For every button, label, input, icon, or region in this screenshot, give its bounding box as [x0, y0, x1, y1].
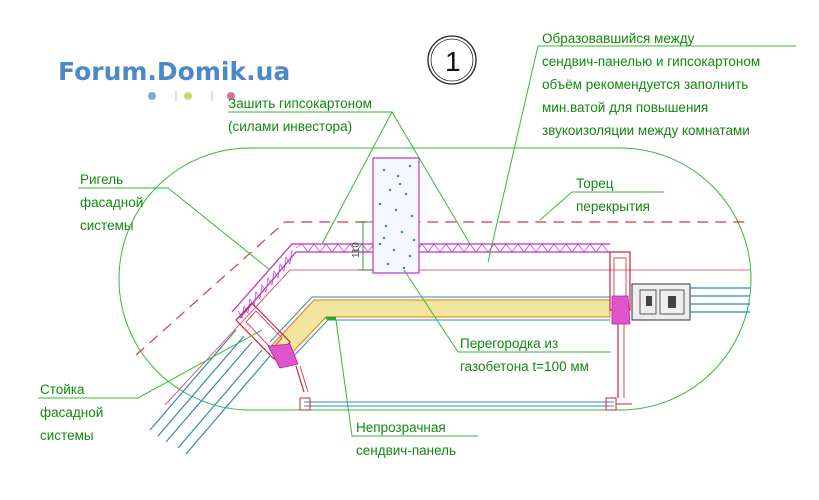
sandwich-panel-outer-skin [269, 296, 610, 343]
gypsum-board-hatch [295, 243, 609, 253]
label-partition-line2: газобетона t=100 мм [460, 359, 589, 374]
brand-dot-blue [148, 92, 156, 100]
glazing-right [690, 287, 750, 313]
bottom-lining-strip [299, 397, 632, 411]
slab-edge-line [135, 221, 750, 356]
leader-void [487, 45, 796, 263]
label-void-line1: Образовавшийся между [542, 31, 695, 46]
leader-sandwich [335, 319, 478, 437]
brand-logo: Forum.Domik.ua [58, 57, 290, 101]
detail-circle-inner [430, 38, 474, 82]
label-void-line2: сендвич-панелью и гипсокартоном [542, 54, 760, 69]
window-frame-profile [631, 283, 691, 321]
dimension-110: 110 [351, 221, 373, 271]
gypsum-board [231, 243, 610, 320]
leader-slab-edge [539, 191, 664, 221]
sandwich-panel-insulation [271, 299, 611, 358]
label-void-line4: мин.ватой для повышения [542, 100, 708, 115]
leader-rigel [78, 187, 271, 271]
leader-lines [38, 45, 796, 437]
dimension-110-text: 110 [351, 242, 362, 258]
aerated-concrete-partition [372, 157, 420, 274]
gypsum-board-hatch-diagonal [237, 249, 293, 320]
sandwich-panel-inner-skin [289, 319, 610, 361]
label-sandwich-line1: Непрозрачная [356, 420, 446, 435]
brand-text: Forum.Domik.ua [58, 57, 290, 86]
leader-post [38, 329, 263, 399]
brand-dot-yellow [184, 92, 192, 100]
label-partition-line1: Перегородка из [460, 336, 558, 351]
detail-number: 1 [445, 46, 461, 77]
detail-number-marker: 1 [427, 35, 477, 85]
label-rigel-line3: системы [80, 218, 134, 233]
label-void-line3: объём рекомендуется заполнить [542, 77, 748, 92]
brand-dot-pink [227, 92, 235, 100]
sandwich-panel [269, 296, 611, 361]
label-post-line1: Стойка [40, 382, 85, 397]
label-post-line3: системы [40, 428, 94, 443]
label-rigel-line2: фасадной [80, 195, 143, 210]
facade-post-left [235, 302, 309, 393]
detail-boundary [118, 147, 752, 411]
glazing-left [149, 329, 271, 455]
label-post-line2: фасадной [40, 405, 103, 420]
gypsum-board-outer [231, 243, 610, 313]
leader-partition [403, 269, 611, 353]
label-gypsum-line2: (силами инвестора) [228, 119, 352, 134]
label-sandwich-line2: сендвич-панель [356, 443, 456, 458]
label-rigel-line1: Ригель [80, 172, 123, 187]
label-slab-edge-line2: перекрытия [576, 199, 650, 214]
label-slab-edge-line1: Торец [576, 176, 614, 191]
label-void-line5: звукоизоляции между комнатами [542, 123, 750, 138]
label-gypsum-line1: Зашить гипсокартоном [228, 96, 372, 111]
facade-post-right [609, 251, 631, 398]
detail-circle [427, 35, 477, 85]
